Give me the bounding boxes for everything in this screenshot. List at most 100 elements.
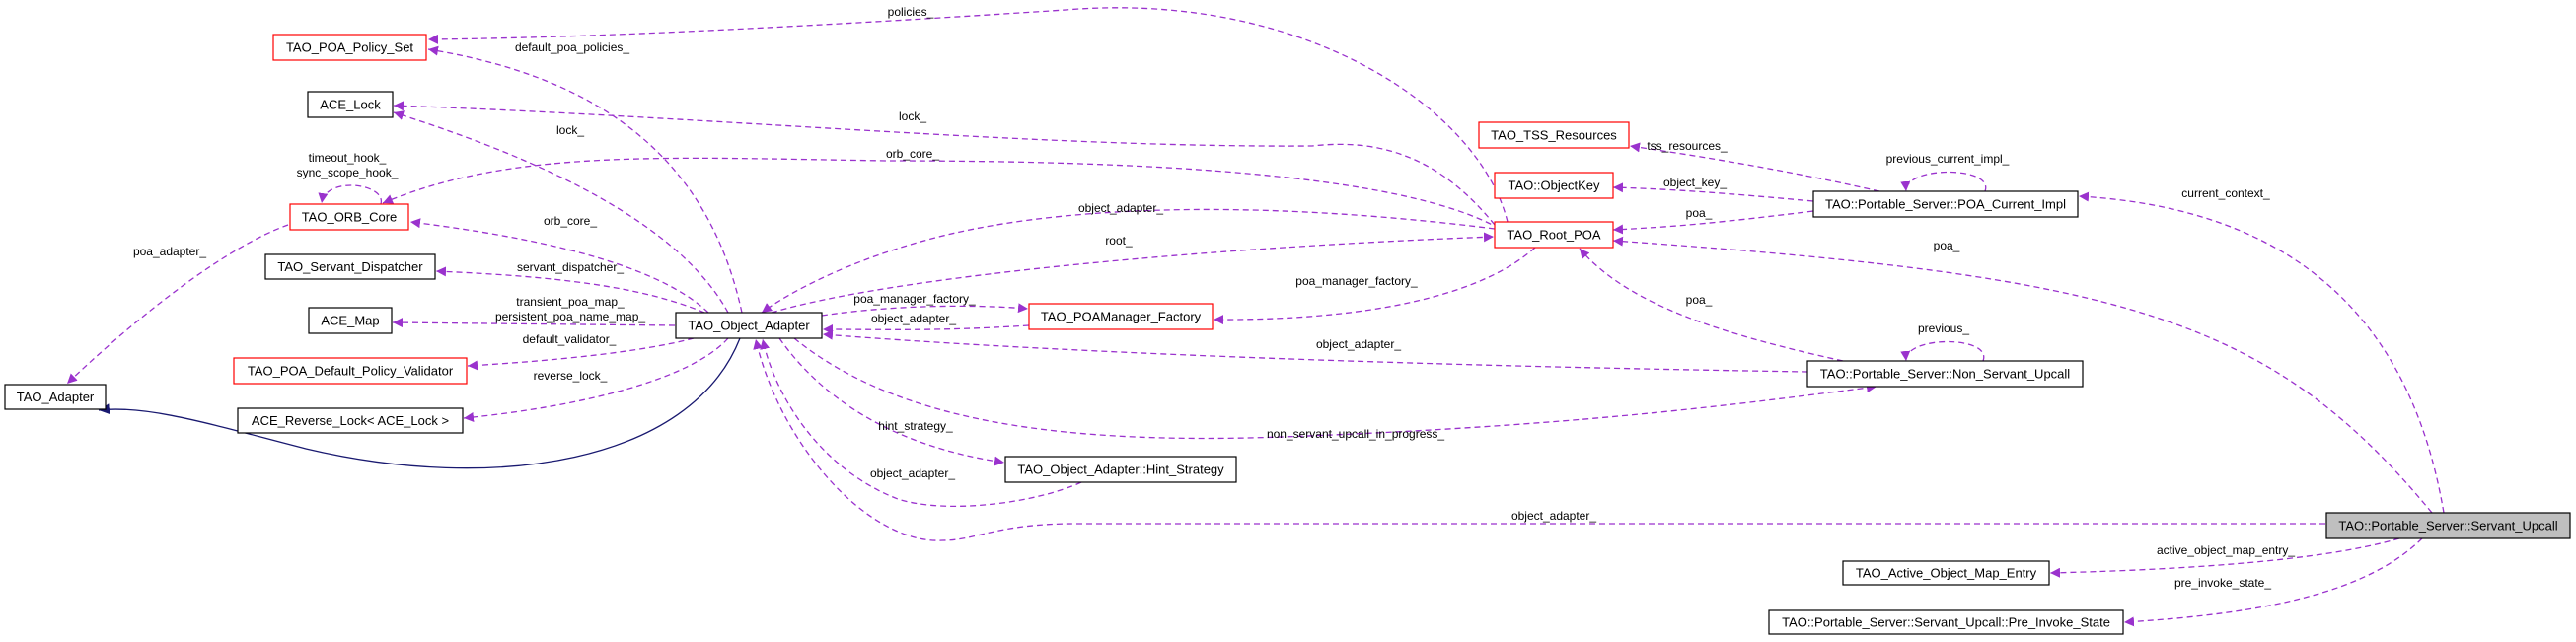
edge-orb-core-oa (409, 218, 709, 314)
node-ace-lock[interactable]: ACE_Lock (307, 91, 394, 118)
edge-label: orb_core_ (886, 147, 939, 161)
edge-reverse-lock (463, 337, 729, 422)
edge-label: default_validator_ (523, 332, 617, 346)
edge-label: transient_poa_map_ (516, 295, 625, 309)
edge-label: active_object_map_entry_ (2157, 543, 2295, 557)
edge-label: poa_manager_factory_ (853, 292, 976, 306)
edge-label: pre_invoke_state_ (2174, 576, 2271, 590)
edge-label: object_adapter_ (1316, 337, 1401, 351)
edge-root (771, 232, 1495, 314)
edge-previous-current-impl-self (1900, 171, 1987, 192)
node-servant-upcall[interactable]: TAO::Portable_Server::Servant_Upcall (2325, 512, 2571, 539)
edge-poa-manager-factory-oa (821, 303, 1029, 317)
node-label: TAO_TSS_Resources (1491, 128, 1617, 143)
edge-poa-adapter (66, 224, 289, 385)
edge-label: non_servant_upcall_in_progress_ (1267, 427, 1444, 441)
edge-poa-current (1612, 210, 1814, 235)
edge-non-servant-upcall-in-progress (793, 337, 1877, 440)
edge-label: policies_ (888, 5, 934, 19)
edge-default-validator (467, 337, 695, 371)
edge-label: previous_current_impl_ (1886, 152, 2010, 166)
edge-current-context (2078, 191, 2445, 514)
node-label: TAO_Servant_Dispatcher (277, 259, 423, 274)
edge-poa-non-servant (1579, 248, 1844, 362)
node-tao-objectkey[interactable]: TAO::ObjectKey (1494, 172, 1614, 199)
edge-label: orb_core_ (544, 214, 597, 228)
edge-label: lock_ (556, 123, 584, 137)
node-tao-tss-resources[interactable]: TAO_TSS_Resources (1478, 121, 1630, 149)
edge-object-adapter-pmf (822, 324, 1030, 335)
edge-label: reverse_lock_ (534, 369, 608, 383)
edge-default-poa-policies (427, 45, 743, 314)
edge-object-adapter-root (761, 208, 1496, 314)
edge-poa-manager-factory-root (1213, 247, 1536, 325)
node-label: TAO_Object_Adapter::Hint_Strategy (1017, 463, 1224, 477)
node-tao-servant-dispatcher[interactable]: TAO_Servant_Dispatcher (264, 253, 436, 280)
node-label: TAO::Portable_Server::POA_Current_Impl (1825, 197, 2066, 212)
edge-label: sync_scope_hook_ (297, 166, 399, 179)
edge-labels: policies_ default_poa_policies_ lock_ lo… (133, 5, 2295, 590)
edge-lock-oa (393, 110, 729, 314)
edge-inherits-tao-adapter (98, 337, 741, 469)
node-label: TAO_ORB_Core (302, 210, 398, 225)
edge-orb-core-self (318, 184, 382, 205)
edge-orb-core-root (382, 157, 1501, 230)
edge-label: root_ (1105, 234, 1133, 248)
node-label: TAO_Object_Adapter (688, 319, 810, 333)
node-label: TAO::Portable_Server::Non_Servant_Upcall (1820, 367, 2070, 382)
edge-label: lock_ (899, 109, 926, 123)
node-label: ACE_Reverse_Lock< ACE_Lock > (252, 413, 449, 428)
edge-object-adapter-hint (760, 338, 1082, 507)
node-poa-current-impl[interactable]: TAO::Portable_Server::POA_Current_Impl (1812, 190, 2079, 218)
node-label: TAO_Root_POA (1507, 228, 1600, 243)
node-label: TAO::Portable_Server::Servant_Upcall::Pr… (1782, 615, 2110, 630)
edge-label: current_context_ (2181, 186, 2270, 200)
edge-policies (427, 7, 1509, 223)
node-non-servant-upcall[interactable]: TAO::Portable_Server::Non_Servant_Upcall (1806, 360, 2084, 388)
node-label: TAO_POA_Policy_Set (286, 40, 413, 55)
node-label: TAO_Adapter (17, 390, 95, 404)
edges (66, 7, 2445, 627)
edge-label: poa_manager_factory_ (1295, 274, 1418, 288)
edge-previous-self (1900, 340, 1985, 362)
edge-label: object_adapter_ (1511, 509, 1596, 523)
edge-object-key (1612, 182, 1814, 202)
node-label: TAO::Portable_Server::Servant_Upcall (2338, 519, 2557, 534)
edge-label: object_adapter_ (871, 312, 956, 325)
node-label: ACE_Map (321, 314, 379, 328)
edge-poa-maps (392, 318, 676, 328)
edge-label: object_key_ (1663, 176, 1727, 189)
edge-pre-invoke-state (2123, 537, 2423, 627)
node-ace-map[interactable]: ACE_Map (308, 307, 393, 334)
edge-active-object-map-entry (2049, 537, 2400, 578)
node-hint-strategy[interactable]: TAO_Object_Adapter::Hint_Strategy (1004, 456, 1237, 483)
node-tao-object-adapter[interactable]: TAO_Object_Adapter (675, 312, 823, 339)
edge-label: poa_ (1686, 206, 1713, 220)
node-tao-adapter[interactable]: TAO_Adapter (4, 384, 107, 410)
edge-label: persistent_poa_name_map_ (495, 310, 645, 323)
edge-label: poa_ (1686, 293, 1713, 307)
node-label: TAO_POA_Default_Policy_Validator (248, 364, 454, 379)
node-tao-root-poa[interactable]: TAO_Root_POA (1494, 221, 1614, 249)
edge-label: servant_dispatcher_ (517, 260, 624, 274)
node-label: ACE_Lock (320, 98, 381, 112)
edge-poa-servant (1612, 236, 2433, 514)
edge-label: previous_ (1918, 321, 1969, 335)
node-label: TAO_POAManager_Factory (1041, 310, 1202, 324)
edge-lock-root (393, 101, 1496, 226)
node-tao-orb-core[interactable]: TAO_ORB_Core (289, 203, 409, 231)
node-label: TAO::ObjectKey (1509, 178, 1600, 193)
edge-object-adapter-non-servant (822, 329, 1808, 373)
edge-label: default_poa_policies_ (515, 40, 629, 54)
node-tao-poamanager-factory[interactable]: TAO_POAManager_Factory (1028, 303, 1214, 330)
node-pre-invoke-state[interactable]: TAO::Portable_Server::Servant_Upcall::Pr… (1768, 609, 2124, 635)
edge-label: object_adapter_ (1078, 201, 1163, 215)
node-tao-poa-policy-set[interactable]: TAO_POA_Policy_Set (272, 34, 427, 61)
node-active-object-map-entry[interactable]: TAO_Active_Object_Map_Entry (1842, 560, 2050, 586)
node-ace-reverse-lock[interactable]: ACE_Reverse_Lock< ACE_Lock > (237, 407, 464, 434)
edge-servant-dispatcher (435, 266, 705, 314)
edge-object-adapter-servant (753, 338, 2325, 541)
edge-label: poa_ (1934, 239, 1960, 252)
node-tao-poa-default-policy-validator[interactable]: TAO_POA_Default_Policy_Validator (233, 357, 468, 385)
